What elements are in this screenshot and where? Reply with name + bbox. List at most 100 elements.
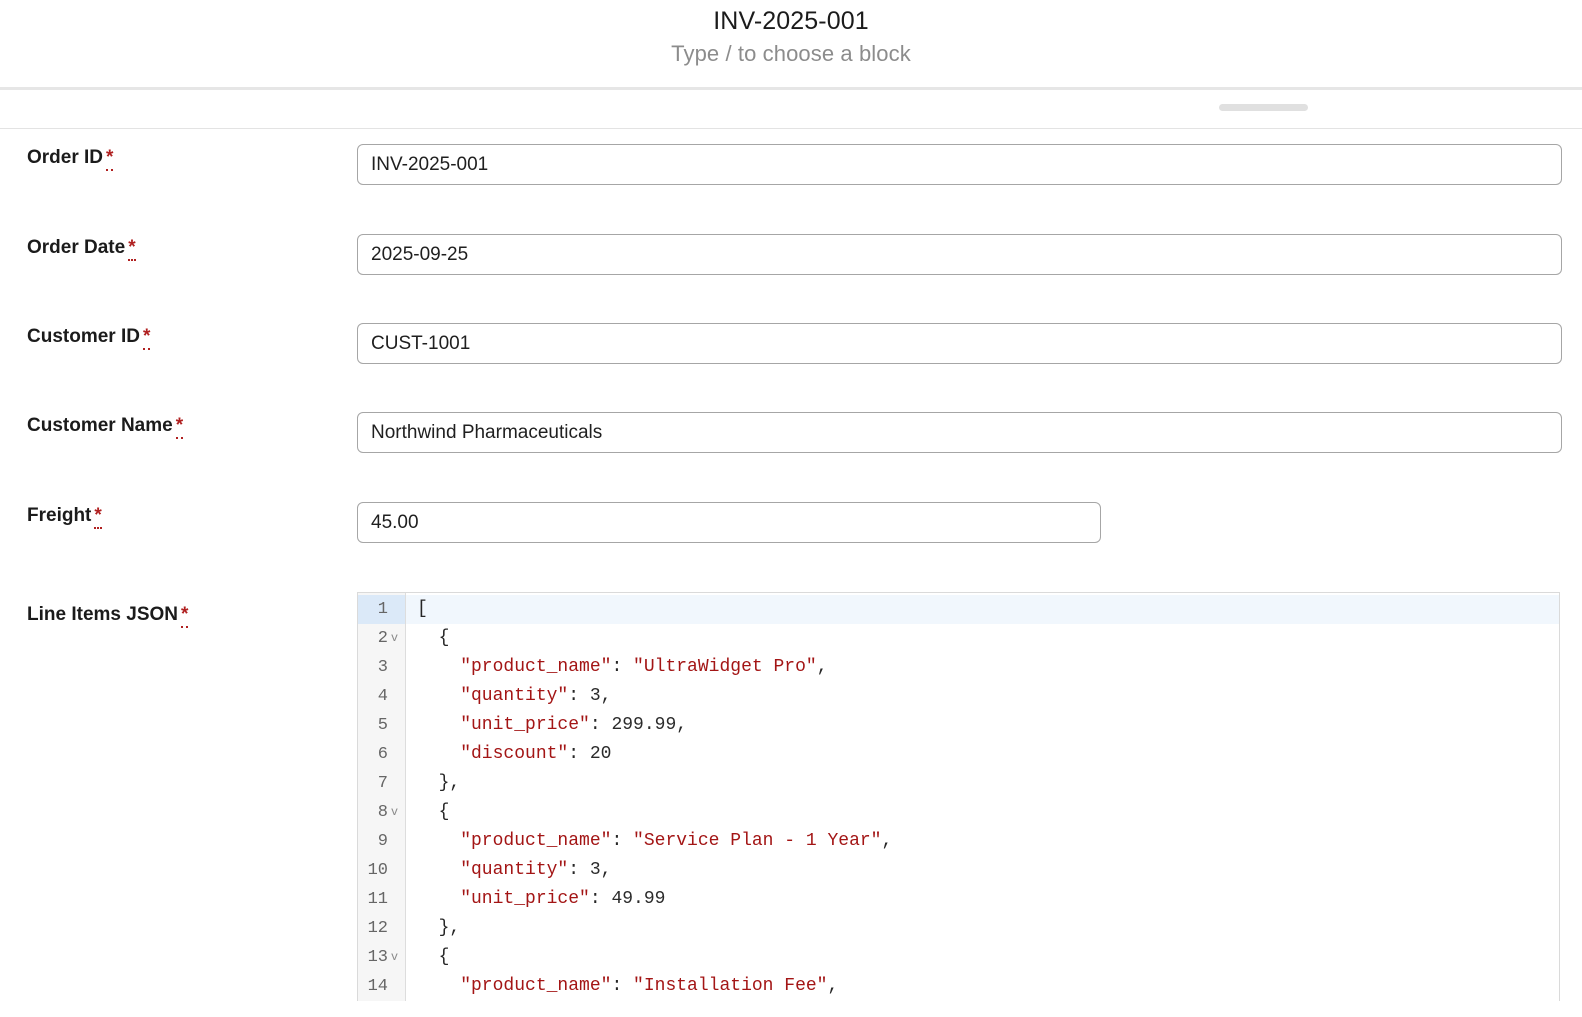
code-line[interactable]: "quantity": 3,: [417, 682, 1559, 711]
json-token-key: "quantity": [417, 686, 569, 706]
json-token-punct: :: [611, 657, 634, 677]
line-number: 12: [367, 919, 388, 938]
order-id-input[interactable]: [357, 144, 1562, 185]
required-asterisk: *: [106, 147, 114, 171]
code-line[interactable]: },: [417, 769, 1559, 798]
code-line[interactable]: "product_name": "Installation Fee",: [417, 972, 1559, 1001]
json-token-key: "unit_price": [417, 889, 590, 909]
line-number: 6: [377, 745, 388, 764]
json-token-str: "UltraWidget Pro": [633, 657, 817, 677]
customer-id-input[interactable]: [357, 323, 1562, 364]
form-row-customer-name: Customer Name*: [0, 412, 1582, 453]
field-label-order-id: Order ID*: [0, 144, 357, 171]
code-line[interactable]: },: [417, 914, 1559, 943]
json-token-punct: [: [417, 599, 428, 619]
order-date-input[interactable]: [357, 234, 1562, 275]
gutter-line-number[interactable]: 5: [358, 711, 405, 740]
fold-chevron-down-icon[interactable]: v: [390, 950, 399, 964]
line-number: 7: [377, 774, 388, 793]
field-label-customer-name: Customer Name*: [0, 412, 357, 439]
field-label-customer-id: Customer ID*: [0, 323, 357, 350]
json-token-punct: :: [568, 860, 590, 880]
form-row-freight: Freight*: [0, 502, 1582, 543]
json-token-str: "Service Plan - 1 Year": [633, 831, 882, 851]
gutter-line-number[interactable]: 11: [358, 885, 405, 914]
customer-name-input[interactable]: [357, 412, 1562, 453]
horizontal-scrollbar-thumb[interactable]: [1219, 104, 1308, 111]
json-token-num: 3: [589, 686, 601, 706]
code-line[interactable]: "unit_price": 299.99,: [417, 711, 1559, 740]
required-asterisk: *: [94, 505, 102, 529]
gutter-line-number[interactable]: 12: [358, 914, 405, 943]
code-line[interactable]: {: [417, 943, 1559, 972]
fold-chevron-down-icon[interactable]: v: [390, 805, 399, 819]
gutter-line-number[interactable]: 7: [358, 769, 405, 798]
form-row-customer-id: Customer ID*: [0, 323, 1582, 364]
json-token-punct: :: [589, 889, 612, 909]
json-token-punct: :: [568, 744, 590, 764]
code-line[interactable]: {: [417, 798, 1559, 827]
json-token-punct: {: [417, 802, 450, 822]
field-label-text: Customer Name: [27, 415, 173, 436]
json-token-key: "discount": [417, 744, 569, 764]
line-number: 10: [367, 861, 388, 880]
json-token-str: "Installation Fee": [633, 976, 828, 996]
json-token-punct: },: [417, 773, 461, 793]
freight-input[interactable]: [357, 502, 1101, 543]
json-token-punct: },: [417, 918, 461, 938]
block-placeholder-hint[interactable]: Type / to choose a block: [671, 41, 911, 66]
gutter-line-number[interactable]: 6: [358, 740, 405, 769]
required-asterisk: *: [128, 237, 136, 261]
form-row-order-date: Order Date*: [0, 234, 1582, 275]
line-number: 8: [377, 803, 388, 822]
line-number: 11: [367, 890, 388, 909]
document-header: INV-2025-001 Type / to choose a block: [0, 0, 1582, 90]
gutter-line-number[interactable]: 1: [358, 595, 405, 624]
line-number: 13: [367, 948, 388, 967]
json-token-num: 299.99: [611, 715, 677, 735]
code-line[interactable]: {: [417, 624, 1559, 653]
line-number: 5: [377, 716, 388, 735]
gutter-line-number[interactable]: 10: [358, 856, 405, 885]
field-label-text: Customer ID: [27, 326, 140, 347]
horizontal-scrollbar-track[interactable]: [0, 90, 1582, 128]
line-number: 1: [377, 600, 388, 619]
json-token-punct: :: [611, 976, 634, 996]
required-asterisk: *: [142, 326, 151, 350]
line-number: 2: [377, 629, 388, 648]
json-token-key: "quantity": [417, 860, 569, 880]
json-token-num: 3: [589, 860, 601, 880]
json-token-punct: ,: [827, 976, 839, 996]
json-token-num: 20: [589, 744, 612, 764]
field-label-text: Freight: [27, 505, 92, 526]
json-token-punct: ,: [600, 860, 612, 880]
json-token-punct: ,: [881, 831, 893, 851]
line-number: 3: [377, 658, 388, 677]
field-label-order-date: Order Date*: [0, 234, 357, 261]
json-token-punct: {: [417, 628, 450, 648]
code-line[interactable]: "quantity": 3,: [417, 856, 1559, 885]
gutter-line-number[interactable]: 4: [358, 682, 405, 711]
code-line[interactable]: "unit_price": 49.99: [417, 885, 1559, 914]
fold-chevron-down-icon[interactable]: v: [390, 631, 399, 645]
code-line[interactable]: "product_name": "Service Plan - 1 Year",: [417, 827, 1559, 856]
gutter-line-number[interactable]: 9: [358, 827, 405, 856]
field-label-text: Order ID: [27, 147, 104, 168]
json-token-num: 49.99: [611, 889, 666, 909]
json-token-punct: :: [589, 715, 612, 735]
code-line[interactable]: "product_name": "UltraWidget Pro",: [417, 653, 1559, 682]
horizontal-scroll-strip: [0, 90, 1582, 129]
code-line[interactable]: [: [406, 595, 1559, 624]
gutter-line-number[interactable]: 14: [358, 972, 405, 1001]
code-line[interactable]: "discount": 20: [417, 740, 1559, 769]
editor-code-area[interactable]: [ { "product_name": "UltraWidget Pro", "…: [406, 593, 1559, 1001]
field-label-text: Order Date: [27, 237, 126, 258]
field-label-text: Line Items JSON: [27, 604, 178, 625]
gutter-line-number[interactable]: 3: [358, 653, 405, 682]
